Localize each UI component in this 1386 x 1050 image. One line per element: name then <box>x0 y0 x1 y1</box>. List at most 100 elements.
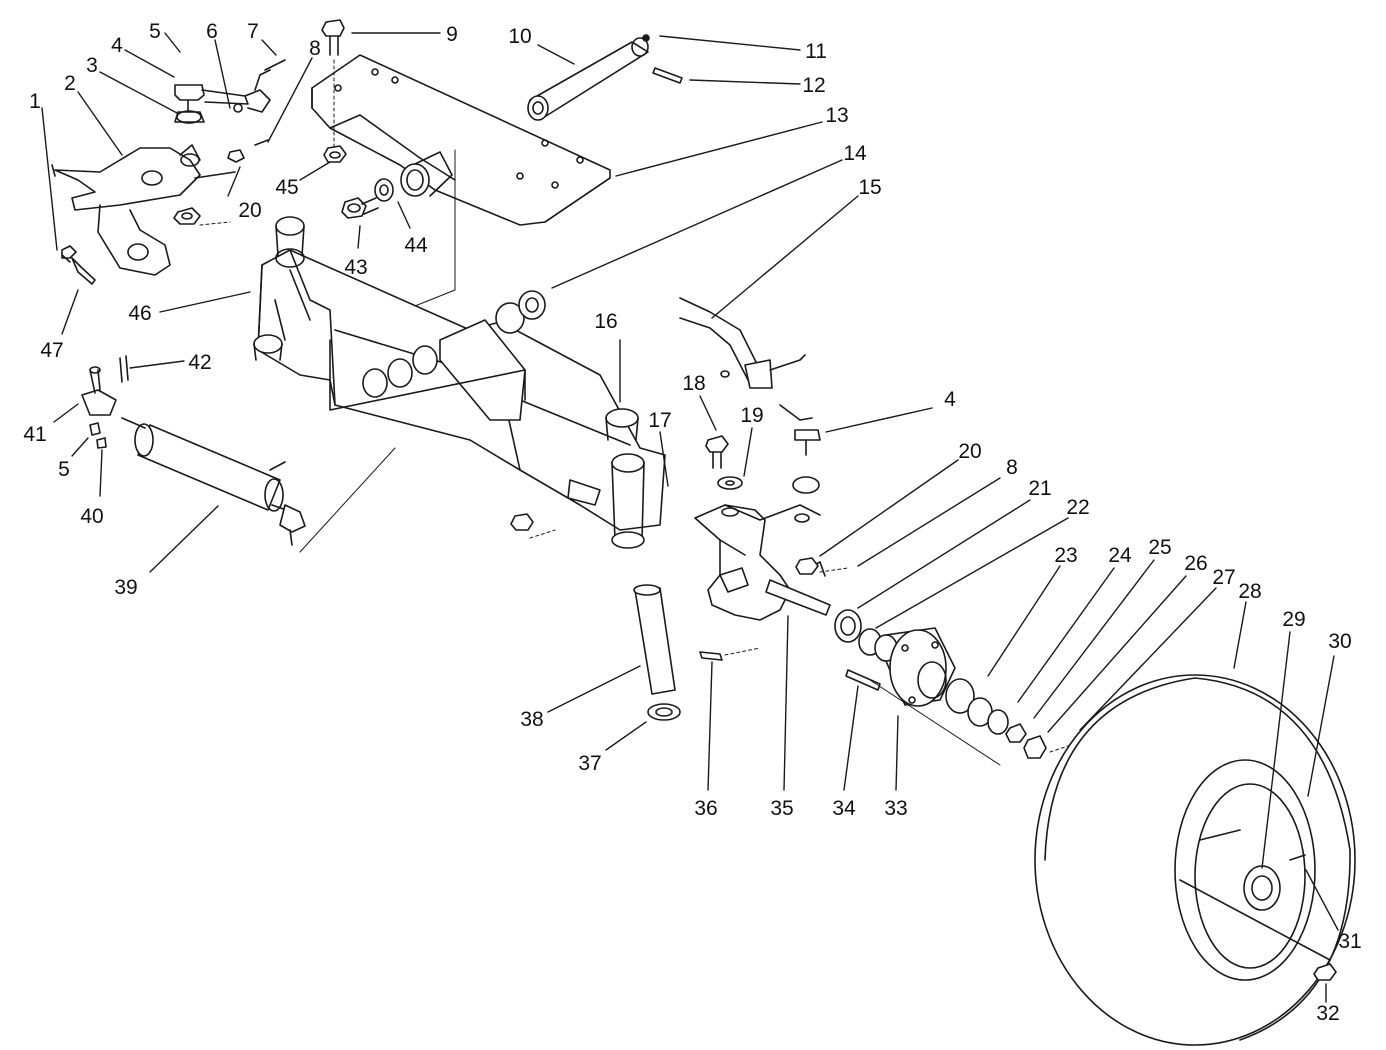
leader-33 <box>895 715 899 791</box>
callout-47: 47 <box>40 339 63 362</box>
leader-21 <box>857 499 1031 609</box>
leader-20b <box>819 459 959 557</box>
callout-43: 43 <box>344 256 367 279</box>
leader-36 <box>707 661 713 791</box>
spindle-part <box>694 429 849 661</box>
leader-25 <box>1033 559 1155 719</box>
leader-13 <box>615 121 823 177</box>
leader-6 <box>214 39 231 109</box>
leader-8b <box>857 477 1001 567</box>
callout-21: 21 <box>1028 477 1051 500</box>
callout-5b: 5 <box>58 458 70 481</box>
callout-25: 25 <box>1148 536 1171 559</box>
leader-1 <box>41 107 58 251</box>
leader-44 <box>397 201 411 229</box>
callout-46: 46 <box>128 302 151 325</box>
callout-20a: 20 <box>238 199 261 222</box>
leader-18 <box>699 395 717 431</box>
callout-31: 31 <box>1338 930 1361 953</box>
callout-32: 32 <box>1316 1002 1339 1025</box>
callout-12: 12 <box>802 74 825 97</box>
leader-29 <box>1261 631 1291 869</box>
callout-1: 1 <box>29 90 41 113</box>
leader-17 <box>659 431 669 487</box>
callout-3: 3 <box>86 54 98 77</box>
wheel-tire-part <box>1034 674 1356 1046</box>
callout-20b: 20 <box>958 440 981 463</box>
callout-4a: 4 <box>111 34 123 57</box>
callout-labels: 1 2 3 4 5 6 7 8 9 10 11 12 13 14 15 16 1… <box>23 20 1361 1025</box>
leader-2 <box>77 91 123 156</box>
leader-5a <box>164 32 181 53</box>
bolt-and-washer-part <box>341 178 394 219</box>
leader-31 <box>1305 869 1339 931</box>
frame-mounting-plate-part <box>311 19 611 341</box>
steering-cylinder-part <box>81 355 396 553</box>
leader-14 <box>551 159 843 289</box>
callout-29: 29 <box>1282 608 1305 631</box>
callout-14: 14 <box>843 142 867 165</box>
callout-30: 30 <box>1328 630 1351 653</box>
callout-35: 35 <box>770 797 793 820</box>
callout-11: 11 <box>805 40 827 63</box>
leader-23 <box>987 565 1061 677</box>
pivot-pin-part <box>527 34 683 121</box>
leader-40 <box>99 449 103 497</box>
leader-34 <box>843 685 859 791</box>
callout-34: 34 <box>832 797 856 820</box>
callout-13: 13 <box>825 104 848 127</box>
callout-8b: 8 <box>1006 456 1018 479</box>
callout-45: 45 <box>275 176 298 199</box>
front-axle-beam-part <box>253 216 666 549</box>
callout-17: 17 <box>648 409 671 432</box>
callout-19: 19 <box>740 404 763 427</box>
leader-43 <box>357 225 361 249</box>
leader-26 <box>1047 575 1187 733</box>
leader-4a <box>124 49 175 78</box>
callout-2: 2 <box>64 72 76 95</box>
callout-37: 37 <box>578 752 601 775</box>
leader-3 <box>99 71 178 114</box>
leader-10 <box>537 44 575 65</box>
leader-45 <box>299 161 331 181</box>
callout-5a: 5 <box>149 20 161 43</box>
callout-38: 38 <box>520 708 543 731</box>
leader-12 <box>689 79 801 85</box>
callout-10: 10 <box>508 25 531 48</box>
leader-lines <box>41 32 1339 1003</box>
callout-8a: 8 <box>309 37 321 60</box>
callout-41: 41 <box>23 423 46 446</box>
leader-38 <box>547 665 641 713</box>
leader-24 <box>1017 567 1115 703</box>
callout-9: 9 <box>446 23 458 46</box>
callout-44: 44 <box>404 234 428 257</box>
callout-36: 36 <box>694 797 717 820</box>
callout-16: 16 <box>594 310 617 333</box>
leader-41 <box>53 403 79 423</box>
callout-40: 40 <box>80 505 103 528</box>
kingpin-part <box>633 584 681 721</box>
leader-22 <box>875 517 1069 629</box>
callout-22: 22 <box>1066 496 1089 519</box>
leader-35 <box>783 615 789 791</box>
tie-rod-part <box>679 297 813 421</box>
leader-15 <box>711 195 859 319</box>
leader-7 <box>261 39 277 56</box>
callout-24: 24 <box>1108 544 1132 567</box>
callout-39: 39 <box>114 576 137 599</box>
leader-28 <box>1233 601 1247 669</box>
hub-and-bearings-part <box>834 609 1081 766</box>
callout-42: 42 <box>188 351 211 374</box>
callout-27: 27 <box>1212 566 1235 589</box>
leader-47 <box>61 289 79 335</box>
steering-bracket-part <box>51 59 286 285</box>
callout-33: 33 <box>884 797 907 820</box>
leader-39 <box>149 505 219 573</box>
leader-42 <box>129 360 185 369</box>
callout-28: 28 <box>1238 580 1261 603</box>
callout-7: 7 <box>247 20 259 43</box>
callout-23: 23 <box>1054 544 1077 567</box>
leader-11 <box>659 35 801 51</box>
leader-8a <box>267 57 313 143</box>
